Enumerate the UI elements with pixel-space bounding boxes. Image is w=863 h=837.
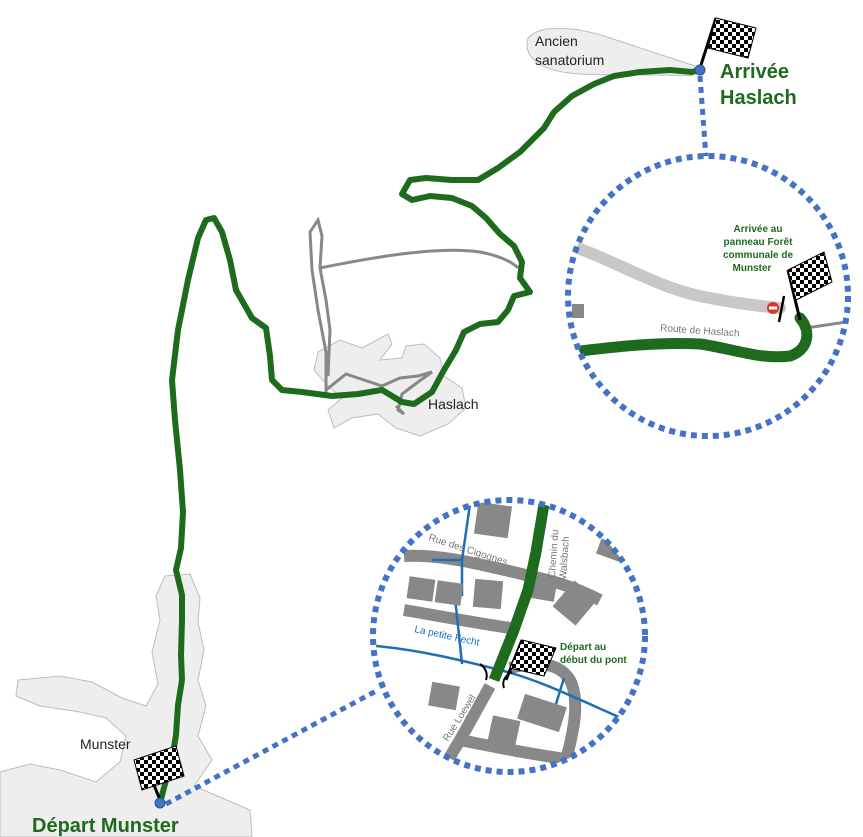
- haslach-area: [313, 333, 467, 437]
- haslach-roads: [308, 216, 520, 416]
- inset-finish-note-4: Munster: [733, 263, 772, 274]
- checkered-flag-icon: [133, 745, 185, 801]
- haslach-label: Haslach: [428, 396, 479, 412]
- start-connector: [164, 687, 380, 807]
- munster-label: Munster: [80, 736, 131, 752]
- inset-start-route-line: [488, 503, 550, 683]
- inset-road-extension: [805, 318, 848, 330]
- sanatorium-area: [526, 27, 696, 77]
- upper-side-road: [403, 604, 511, 634]
- finish-title-line2: Haslach: [720, 87, 797, 109]
- checkered-flag-icon: [698, 17, 757, 69]
- checkered-flag-icon: [504, 639, 557, 681]
- start-marker: [154, 797, 166, 809]
- inset-connectors: [164, 75, 709, 807]
- sanatorium-label-2: sanatorium: [535, 52, 604, 68]
- built-areas: [0, 27, 696, 837]
- sanatorium-label-1: Ancien: [535, 33, 578, 49]
- no-entry-icon: [767, 302, 779, 314]
- haslach-road-east: [319, 248, 520, 270]
- checkered-flag-icon: [786, 251, 833, 321]
- inset-building: [572, 304, 584, 318]
- finish-barrier-line: [777, 295, 786, 323]
- inset-finish-note-3: communale de: [723, 250, 793, 261]
- inset-route-line: [568, 312, 813, 363]
- finish-inset: Arrivée au panneau Forêt communale de Mu…: [565, 153, 851, 439]
- munster-area: [0, 573, 253, 837]
- start-inset: Départ au début du pont Rue des Cigognes…: [370, 497, 648, 775]
- finish-marker: [694, 64, 706, 76]
- inset-light-road: [568, 238, 786, 314]
- start-title: Départ Munster: [32, 815, 179, 837]
- finish-connector: [697, 75, 709, 159]
- haslach-road-loop: [325, 370, 433, 416]
- haslach-road-north: [308, 216, 332, 396]
- inset-finish-note-2: panneau Forêt: [724, 237, 794, 248]
- inset-start-note-2: début du pont: [560, 655, 627, 666]
- finish-title-line1: Arrivée: [720, 61, 789, 83]
- chemin-du-walsbach-label-1: Chemin du: [547, 529, 561, 578]
- inset-start-note-1: Départ au: [560, 642, 606, 653]
- chemin-du-walsbach-label-2: Walsbach: [558, 536, 572, 580]
- inset-start-buildings: [406, 501, 625, 747]
- inset-finish-note-1: Arrivée au: [734, 224, 783, 235]
- route-line: [157, 67, 703, 806]
